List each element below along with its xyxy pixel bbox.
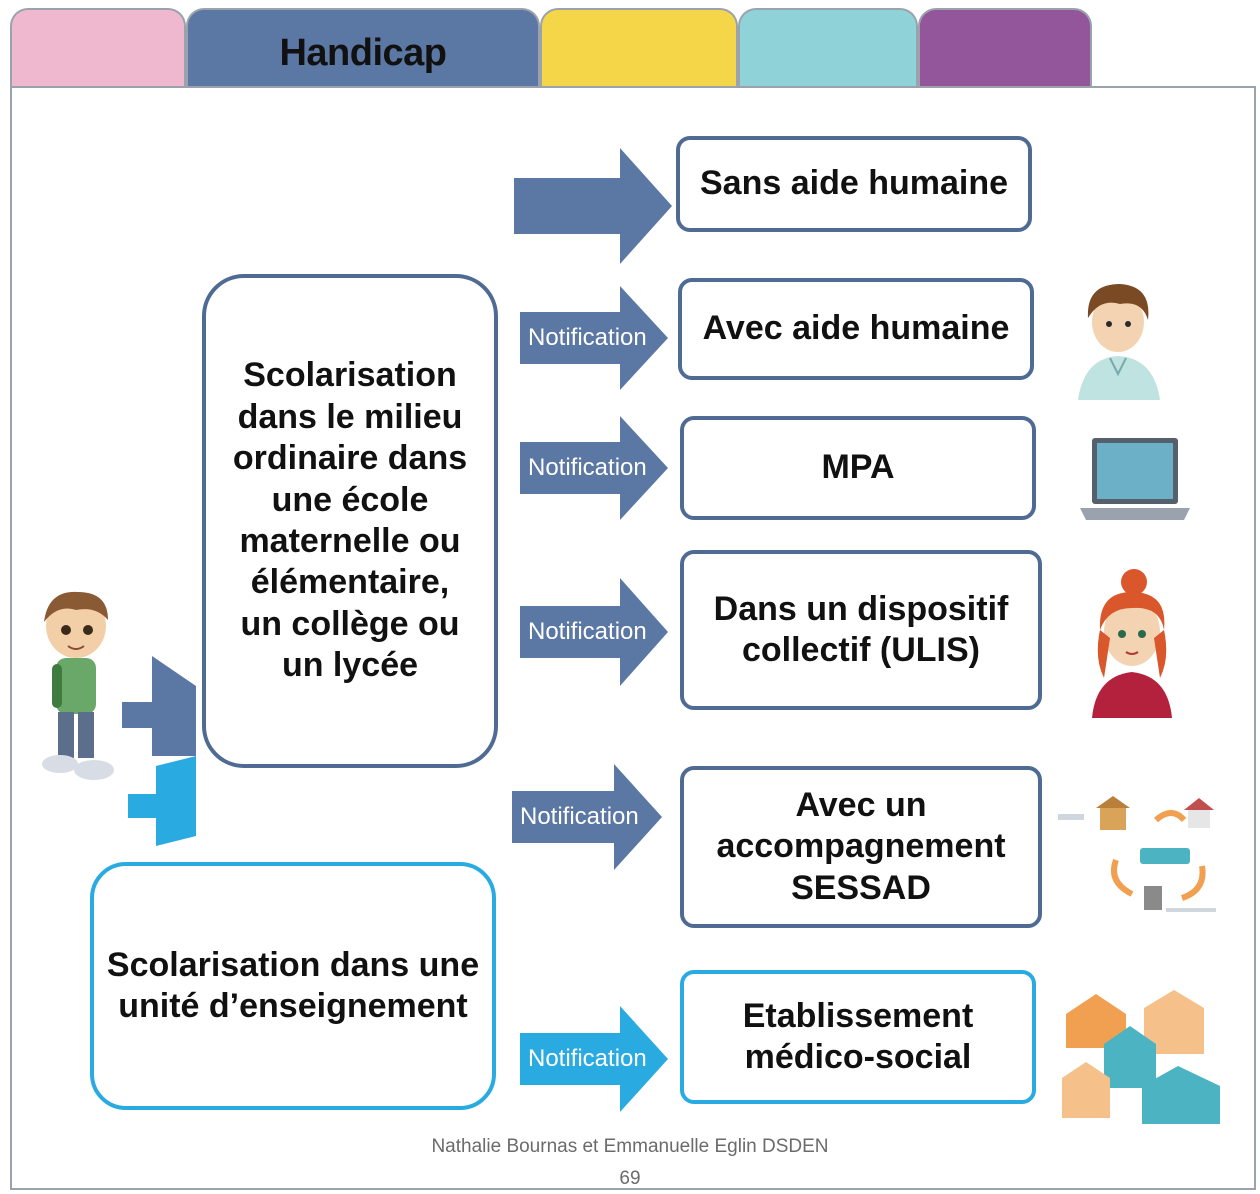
option-text: accompagnement xyxy=(716,827,1006,866)
option-text: Avec aide humaine xyxy=(702,309,1010,348)
teacher-person-icon xyxy=(1090,568,1174,723)
option-text: Dans un dispositif xyxy=(713,589,1009,628)
milieu-line: un collège ou xyxy=(240,604,460,643)
notification-label: Notification xyxy=(528,618,647,645)
option-avec-aide-humaine: Avec aide humaine xyxy=(678,278,1034,380)
notification-label: Notification xyxy=(528,454,647,481)
unite-line: unité d’enseignement xyxy=(118,987,468,1025)
unite-line: Scolarisation dans une xyxy=(106,945,480,984)
tab-yellow[interactable] xyxy=(540,8,738,88)
milieu-line: élémentaire, xyxy=(250,563,450,602)
unite-enseignement-box: Scolarisation dans une unité d’enseignem… xyxy=(90,862,496,1110)
arrow-sans-aide xyxy=(514,148,672,264)
arrow-aide-humaine: Notification xyxy=(520,286,668,390)
student-boy-icon xyxy=(34,588,118,789)
option-medico-social: Etablissement médico-social xyxy=(680,970,1036,1104)
milieu-line: dans le milieu xyxy=(237,397,463,436)
option-text: Sans aide humaine xyxy=(700,164,1008,203)
laptop-icon xyxy=(1080,436,1190,527)
option-text: SESSAD xyxy=(791,868,931,907)
houses-diagram-icon xyxy=(1058,988,1230,1133)
option-mpa: MPA xyxy=(680,416,1036,520)
milieu-line: un lycée xyxy=(281,646,419,685)
option-text: médico-social xyxy=(744,1038,972,1076)
tab-handicap-label: Handicap xyxy=(279,32,447,74)
option-sessad: Avec un accompagnement SESSAD xyxy=(680,766,1042,928)
milieu-line: Scolarisation xyxy=(243,356,457,395)
assistant-person-icon xyxy=(1076,278,1162,405)
option-text: Avec un xyxy=(795,785,927,824)
option-sans-aide-humaine: Sans aide humaine xyxy=(676,136,1032,232)
down-arrow-chevron xyxy=(128,756,196,846)
arrow-sessad: Notification xyxy=(512,764,662,870)
option-text: collectif (ULIS) xyxy=(741,631,981,669)
milieu-line: maternelle ou xyxy=(239,522,461,560)
up-arrow-chevron xyxy=(122,656,196,756)
tab-handicap[interactable]: Handicap xyxy=(186,8,540,88)
option-ulis: Dans un dispositif collectif (ULIS) xyxy=(680,550,1042,710)
option-text: Etablissement xyxy=(742,996,974,1035)
arrow-mpa: Notification xyxy=(520,416,668,520)
notification-label: Notification xyxy=(528,324,647,351)
footer-page-number: 69 xyxy=(619,1168,641,1189)
option-text: MPA xyxy=(821,448,895,487)
tab-teal[interactable] xyxy=(738,8,918,88)
tab-purple[interactable] xyxy=(918,8,1092,88)
notification-label: Notification xyxy=(528,1045,647,1072)
notification-label: Notification xyxy=(520,803,639,830)
arrow-ulis: Notification xyxy=(520,578,668,686)
milieu-line: une école xyxy=(271,480,429,519)
arrow-medico-social: Notification xyxy=(520,1006,668,1112)
milieu-line: ordinaire dans xyxy=(232,439,468,478)
milieu-ordinaire-box: Scolarisation dans le milieu ordinaire d… xyxy=(202,274,498,768)
footer-credit: Nathalie Bournas et Emmanuelle Eglin DSD… xyxy=(431,1136,829,1157)
tab-pink[interactable] xyxy=(10,8,186,88)
sessad-cycle-diagram-icon xyxy=(1056,790,1228,923)
